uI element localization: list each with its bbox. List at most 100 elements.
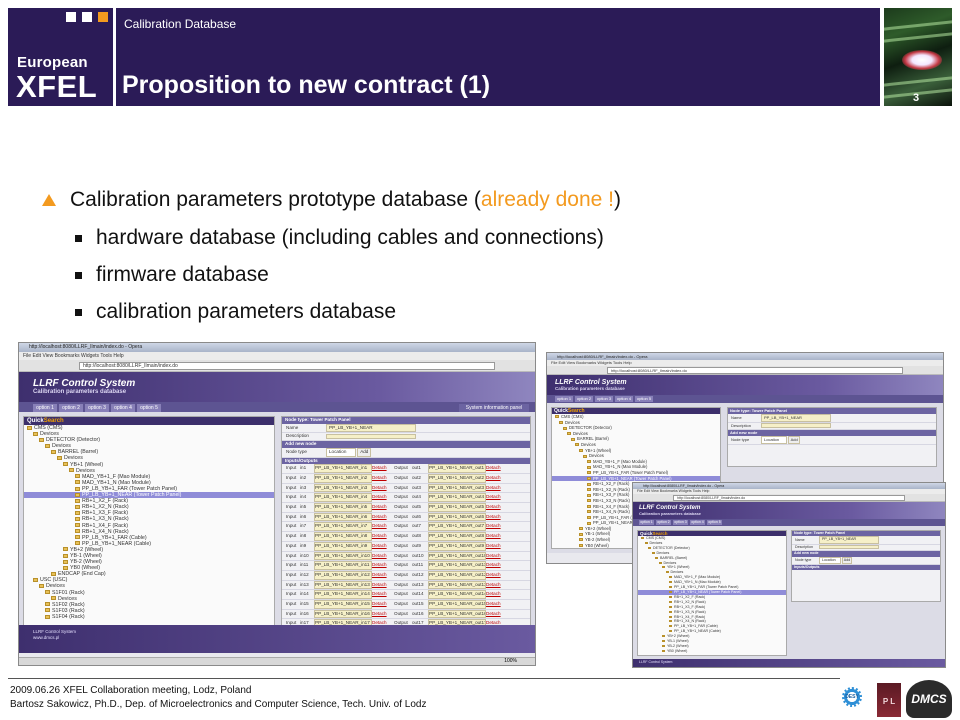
tree-node[interactable]: S1F02 (Rack) xyxy=(24,602,274,608)
detach-link[interactable]: Detach xyxy=(486,513,501,519)
tab-option-1[interactable]: option 1 xyxy=(555,396,573,402)
tree-node[interactable]: RB+1_X4_N (Rack) xyxy=(638,619,786,624)
tree-node[interactable]: RB+1_X2_F (Rack) xyxy=(638,595,786,600)
name-field[interactable]: PP_LB_YB+1_NEAR xyxy=(326,423,416,433)
tree-node[interactable]: YB+2 (Wheel) xyxy=(638,634,786,639)
tree-node[interactable]: Devices xyxy=(24,596,274,602)
detach-link[interactable]: Detach xyxy=(486,601,501,607)
tree-node[interactable]: PP_LB_YB+1_FAR (Tower Patch Panel) xyxy=(552,470,720,476)
tree-node[interactable]: S1F04 (Rack) xyxy=(24,614,274,620)
tree-node[interactable]: RB+1_X3_F (Rack) xyxy=(638,605,786,610)
tab-option-5[interactable]: option 5 xyxy=(707,520,722,525)
quick-search[interactable]: QuickSearch xyxy=(552,408,720,414)
tab-option-3[interactable]: option 3 xyxy=(85,404,109,412)
tree-node[interactable]: RB+1_X2_F (Rack) xyxy=(552,481,720,487)
tab-option-4[interactable]: option 4 xyxy=(615,396,633,402)
detach-link[interactable]: Detach xyxy=(486,571,501,577)
add-button[interactable]: Add xyxy=(357,447,372,457)
tree-node[interactable]: PP_LB_YB+1_NEAR (Cable) xyxy=(24,541,274,547)
tree-node[interactable]: Devices xyxy=(552,431,720,437)
tree-node[interactable]: RB+1_X4_F (Rack) xyxy=(638,615,786,620)
tree-node[interactable]: MAD_YB+1_N (Mao Module) xyxy=(24,480,274,486)
tree-node[interactable]: YB0 (Wheel) xyxy=(552,543,720,548)
tab-option-1[interactable]: option 1 xyxy=(639,520,654,525)
tree-node[interactable]: PP_LB_YB+1_NEAR (Tower Patch Panel) xyxy=(24,492,274,499)
detach-link[interactable]: Detach xyxy=(486,474,501,480)
tree-node[interactable]: RB+1_X4_F (Rack) xyxy=(24,523,274,529)
system-info-tab[interactable]: System information panel xyxy=(459,404,529,412)
tree-node[interactable]: Devices xyxy=(638,561,786,566)
detach-link[interactable]: Detach xyxy=(486,552,501,558)
detach-link[interactable]: Detach xyxy=(486,484,501,490)
tree-node[interactable]: DETECTOR (Detector) xyxy=(552,425,720,431)
tree-node[interactable]: MAD_YB+1_F (Mao Module) xyxy=(552,459,720,465)
tree-node[interactable]: RB+1_X2_N (Rack) xyxy=(24,504,274,510)
tree-node[interactable]: RB+1_X2_F (Rack) xyxy=(24,498,274,504)
tree-node[interactable]: PP_LB_YB+1_NEAR (Tower Patch Panel) xyxy=(552,475,720,482)
tree-node[interactable]: Devices xyxy=(552,442,720,448)
tree-node[interactable]: DETECTOR (Detector) xyxy=(638,546,786,551)
tree-node[interactable]: Devices xyxy=(552,420,720,426)
tree-node[interactable]: YB-1 (Wheel) xyxy=(552,531,720,537)
tree-node[interactable]: PP_LB_YB+1_FAR (Cable) xyxy=(638,624,786,629)
tree-node[interactable]: YB0 (Wheel) xyxy=(638,649,786,654)
tab-option-4[interactable]: option 4 xyxy=(690,520,705,525)
tree-node[interactable]: RB+1_X3_N (Rack) xyxy=(24,516,274,522)
add-button[interactable]: Add xyxy=(842,556,852,565)
tree-node[interactable]: RB+1_X4_F (Rack) xyxy=(552,504,720,510)
tree-node[interactable]: Devices xyxy=(552,453,720,459)
tab-option-5[interactable]: option 5 xyxy=(137,404,161,412)
tree-node[interactable]: RB+1_X3_N (Rack) xyxy=(552,498,720,504)
detach-link[interactable]: Detach xyxy=(372,581,387,587)
detach-link[interactable]: Detach xyxy=(486,504,501,510)
tab-option-3[interactable]: option 3 xyxy=(595,396,613,402)
tab-option-4[interactable]: option 4 xyxy=(111,404,135,412)
detach-link[interactable]: Detach xyxy=(486,494,501,500)
detach-link[interactable]: Detach xyxy=(372,533,387,539)
tree-node[interactable]: BARREL (Barrel) xyxy=(24,449,274,455)
tree-node[interactable]: PP_LB_YB+1_FAR (Tower Patch Panel) xyxy=(638,585,786,590)
tree-node[interactable]: Devices xyxy=(24,583,274,589)
tree-node[interactable]: PP_LB_YB+1_NEAR (Tower Patch Panel) xyxy=(638,589,786,595)
tab-option-2[interactable]: option 2 xyxy=(575,396,593,402)
tree-node[interactable]: PP_LB_YB+1_FAR (Cable) xyxy=(24,535,274,541)
detach-link[interactable]: Detach xyxy=(372,601,387,607)
tree-node[interactable]: YB+1 (Wheel) xyxy=(24,462,274,468)
node-type-select[interactable]: Location xyxy=(326,447,356,457)
description-field[interactable] xyxy=(819,544,879,549)
quick-search[interactable]: QuickSearch xyxy=(638,531,786,536)
detach-link[interactable]: Detach xyxy=(372,494,387,500)
tree-node[interactable]: YB-2 (Wheel) xyxy=(24,559,274,565)
description-field[interactable] xyxy=(326,433,416,439)
tab-option-1[interactable]: option 1 xyxy=(33,404,57,412)
tree-node[interactable]: RB+1_X2_N (Rack) xyxy=(638,600,786,605)
node-type-select[interactable]: Location xyxy=(761,436,787,444)
tree-node[interactable]: MAD_YB+1_N (Mao Module) xyxy=(552,464,720,470)
detach-link[interactable]: Detach xyxy=(372,552,387,558)
detach-link[interactable]: Detach xyxy=(372,620,387,626)
detach-link[interactable]: Detach xyxy=(486,533,501,539)
quick-search[interactable]: QuickSearch xyxy=(24,417,274,425)
detach-link[interactable]: Detach xyxy=(486,542,501,548)
detach-link[interactable]: Detach xyxy=(486,620,501,626)
detach-link[interactable]: Detach xyxy=(372,474,387,480)
tree-node[interactable]: YB-2 (Wheel) xyxy=(552,537,720,543)
tree-node[interactable]: BARREL (Barrel) xyxy=(638,556,786,561)
tree-node[interactable]: YB+2 (Wheel) xyxy=(552,526,720,532)
detach-link[interactable]: Detach xyxy=(372,562,387,568)
node-type-select[interactable]: Location xyxy=(819,556,841,565)
detach-link[interactable]: Detach xyxy=(372,571,387,577)
tree-node[interactable]: USC (USC) xyxy=(24,577,274,583)
tree-node[interactable]: PP_LB_YB+1_NEAR (Cable) xyxy=(638,629,786,634)
tree-node[interactable]: CMS (CMS) xyxy=(24,425,274,431)
tree-node[interactable]: YB-1 (Wheel) xyxy=(638,639,786,644)
tree-node[interactable]: MAD_YB+1_N (Mao Module) xyxy=(638,580,786,585)
tree-node[interactable]: S1F03 (Rack) xyxy=(24,608,274,614)
tree-node[interactable]: Devices xyxy=(638,551,786,556)
name-field[interactable]: PP_LB_YB+1_NEAR xyxy=(819,536,879,544)
tree-node[interactable]: MAD_YB+1_F (Mao Module) xyxy=(638,575,786,580)
detach-link[interactable]: Detach xyxy=(486,523,501,529)
tree-node[interactable]: DETECTOR (Detector) xyxy=(24,437,274,443)
detach-link[interactable]: Detach xyxy=(372,542,387,548)
tree-node[interactable]: YB+2 (Wheel) xyxy=(24,547,274,553)
